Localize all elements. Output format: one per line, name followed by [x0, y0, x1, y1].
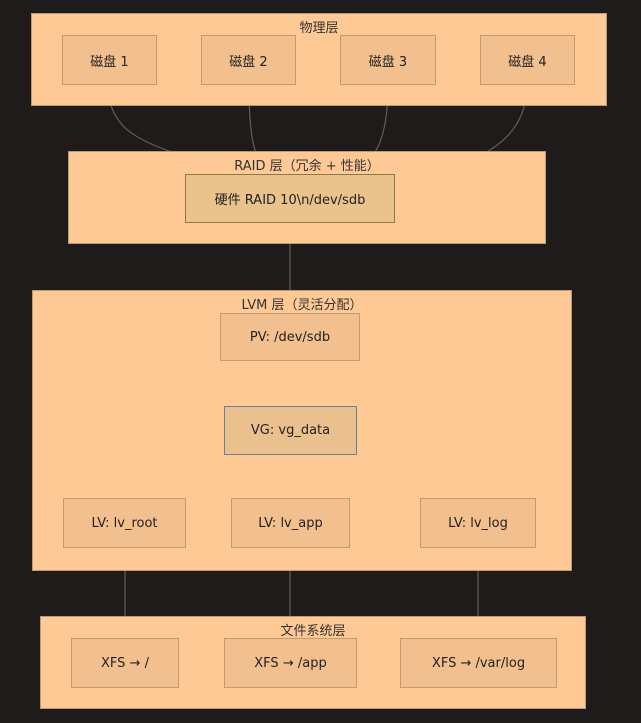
node-vg[interactable]: VG: vg_data — [224, 406, 357, 455]
node-disk-2[interactable]: 磁盘 2 — [201, 35, 296, 85]
node-lv-root[interactable]: LV: lv_root — [63, 498, 186, 548]
cluster-title-lvm: LVM 层（灵活分配） — [241, 298, 363, 313]
node-disk-4[interactable]: 磁盘 4 — [480, 35, 575, 85]
node-raid10[interactable]: 硬件 RAID 10\n/dev/sdb — [185, 174, 395, 223]
cluster-title-fs: 文件系统层 — [280, 624, 346, 639]
cluster-title-raid: RAID 层（冗余 + 性能） — [234, 159, 380, 174]
node-pv[interactable]: PV: /dev/sdb — [220, 313, 360, 361]
node-xfs-log[interactable]: XFS → /var/log — [400, 638, 557, 688]
node-disk-3[interactable]: 磁盘 3 — [340, 35, 436, 85]
node-lv-app[interactable]: LV: lv_app — [231, 498, 350, 548]
cluster-title-physical: 物理层 — [299, 21, 339, 36]
node-disk-1[interactable]: 磁盘 1 — [62, 35, 157, 85]
node-xfs-app[interactable]: XFS → /app — [224, 638, 357, 688]
node-xfs-root[interactable]: XFS → / — [71, 638, 179, 688]
node-lv-log[interactable]: LV: lv_log — [420, 498, 536, 548]
